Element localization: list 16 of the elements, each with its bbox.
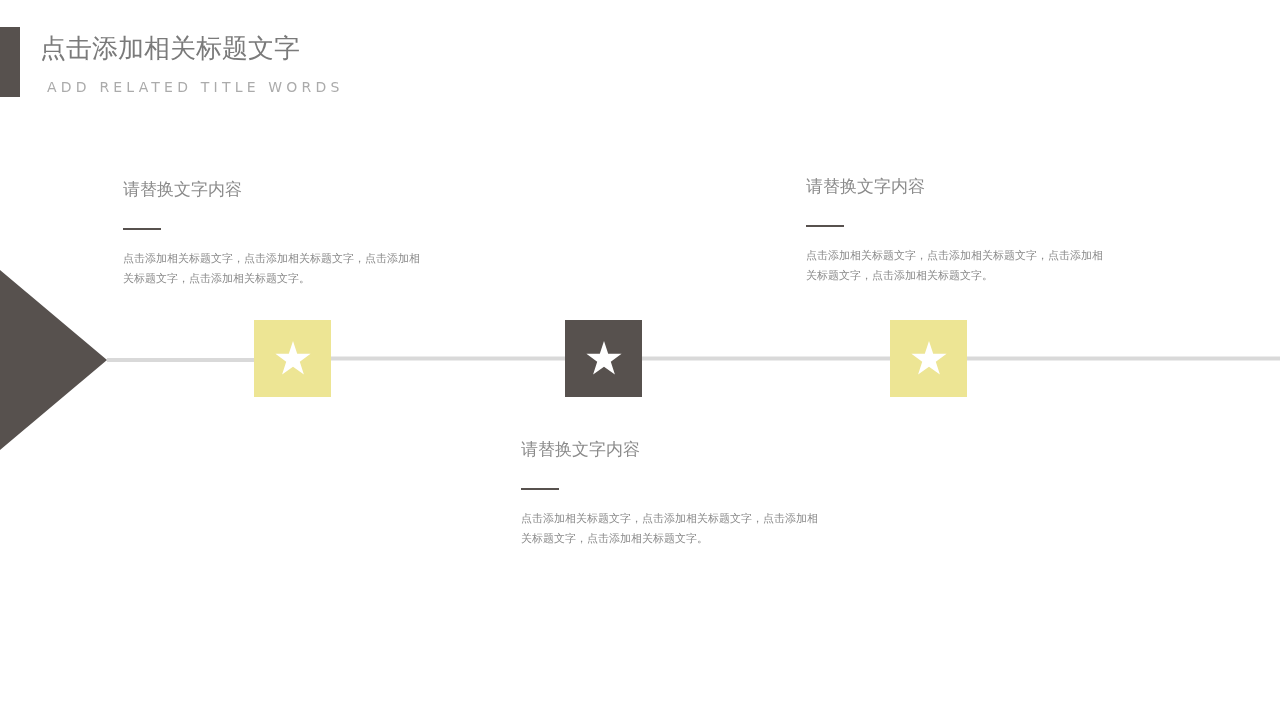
timeline-line [331,356,565,361]
timeline-line [642,356,890,361]
section-heading: 请替换文字内容 [123,178,242,201]
section-heading: 请替换文字内容 [806,175,925,198]
star-tile [890,320,967,397]
star-tile [254,320,331,397]
subtitle: ADD RELATED TITLE WORDS [47,79,344,95]
star-tile [565,320,642,397]
timeline-line [107,358,254,362]
section-heading: 请替换文字内容 [521,438,640,461]
body-paragraph: 点击添加相关标题文字，点击添加相关标题文字，点击添加相关标题文字，点击添加相关标题文字。 [521,511,819,546]
slide-title: 点击添加相关标题文字 [40,32,300,65]
body-paragraph: 点击添加相关标题文字，点击添加相关标题文字，点击添加相关标题文字，点击添加相关标题文字。 [123,251,421,286]
body-paragraph: 点击添加相关标题文字，点击添加相关标题文字，点击添加相关标题文字，点击添加相关标题文字。 [806,248,1104,283]
triangle-shape [0,270,107,450]
timeline-line [967,356,1280,361]
